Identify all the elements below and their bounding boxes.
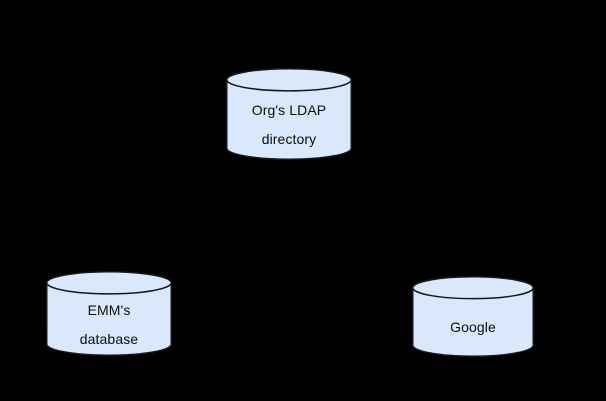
cylinder-icon [46,271,172,356]
node-org-ldap-directory[interactable]: Org's LDAP directory [226,68,352,160]
node-emm-database[interactable]: EMM's database [46,271,172,356]
cylinder-lid-seam [46,282,172,295]
cylinder-lid-seam [226,79,352,92]
cylinder-body [46,271,172,356]
cylinder-body [412,276,534,357]
cylinder-lid-seam [412,286,534,300]
node-google[interactable]: Google [412,276,534,357]
cylinder-icon [226,68,352,160]
cylinder-icon [412,276,534,357]
cylinder-body [226,68,352,160]
